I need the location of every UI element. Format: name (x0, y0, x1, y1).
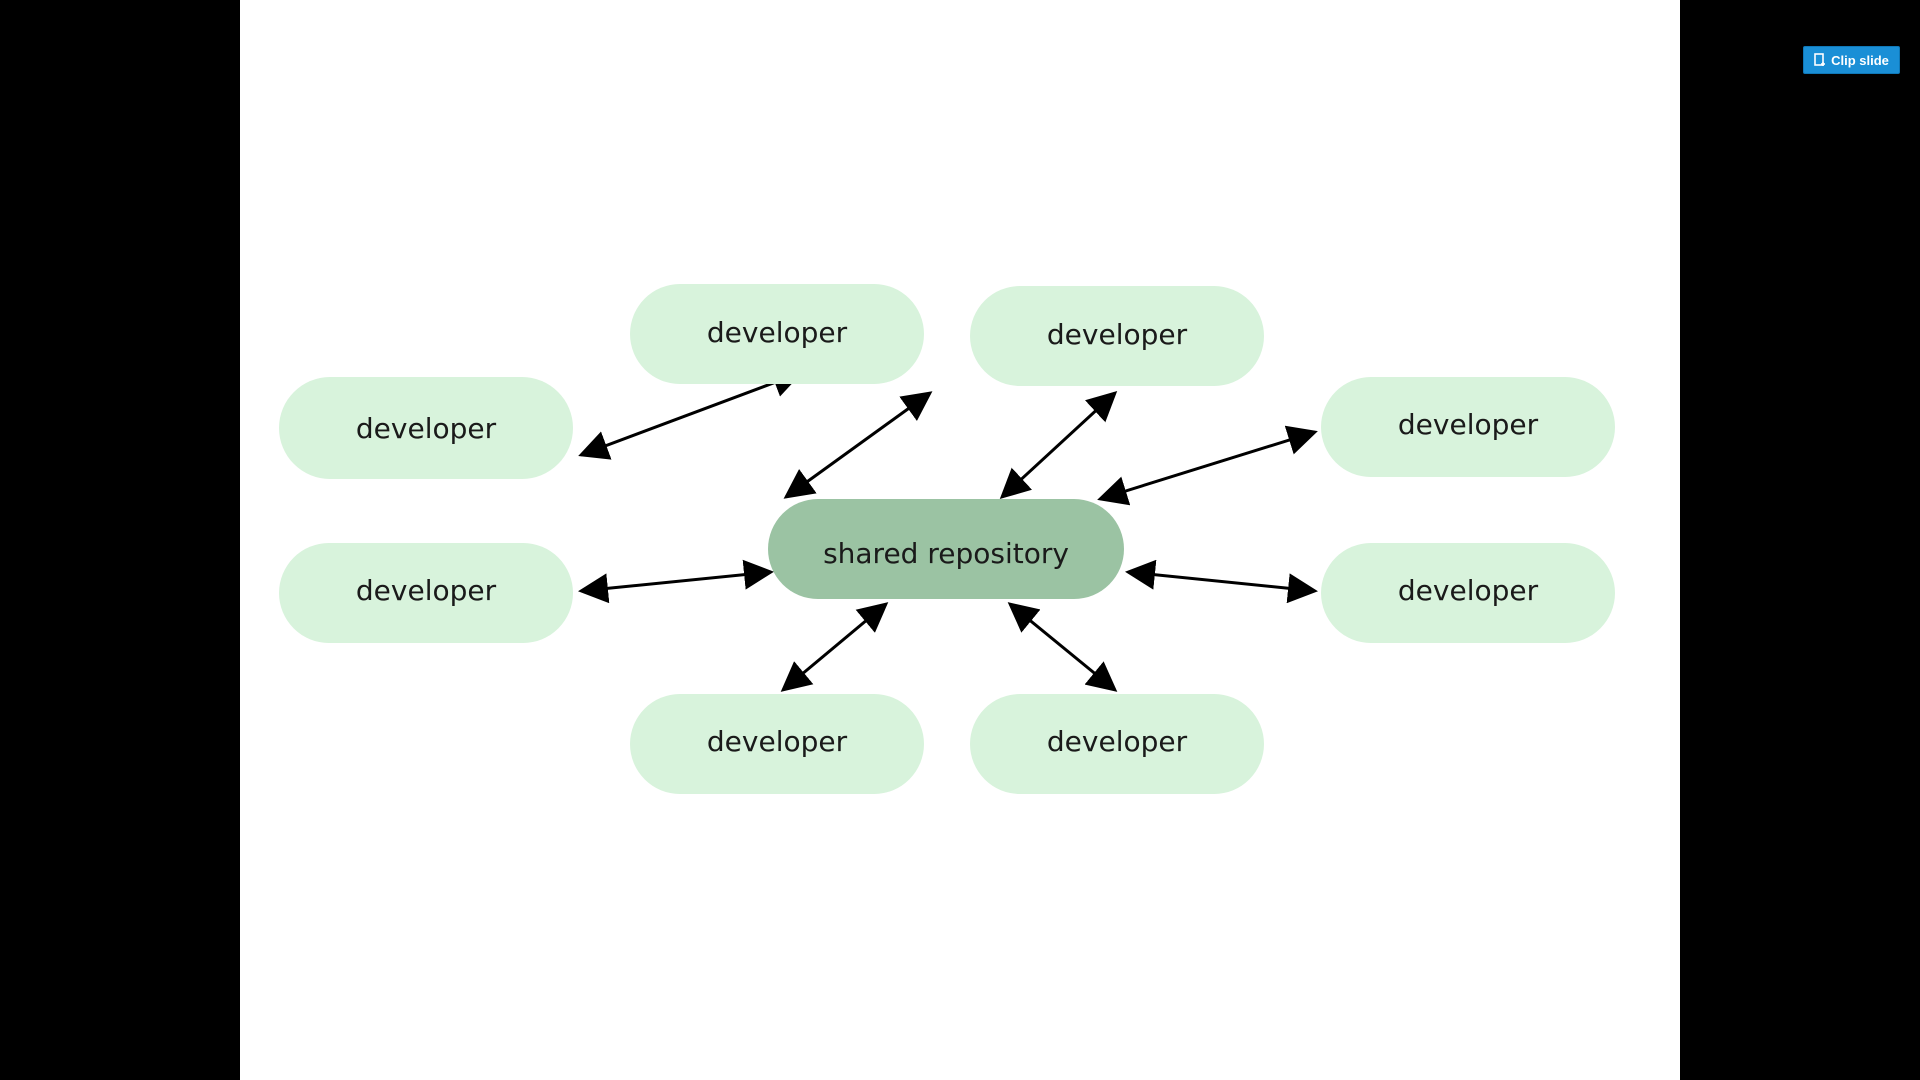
shared-repository-label: shared repository (823, 537, 1069, 570)
edge-developer-1 (578, 368, 803, 460)
developer-node: developer (630, 284, 924, 384)
developer-label: developer (1398, 574, 1539, 607)
clip-icon (1814, 53, 1826, 67)
clip-slide-label: Clip slide (1831, 52, 1889, 68)
edge-developer-5 (578, 559, 774, 604)
developer-box (630, 694, 924, 794)
developer-node: developer (630, 694, 924, 794)
developer-label: developer (1047, 725, 1188, 758)
edge-developer-2 (783, 391, 933, 499)
developer-box (630, 284, 924, 384)
edge-developer-3 (999, 390, 1118, 500)
developer-node: developer (279, 543, 573, 643)
slide: shared repository developer developer de… (240, 0, 1680, 1080)
developer-box (970, 694, 1264, 794)
developer-box (279, 377, 573, 479)
developer-label: developer (356, 574, 497, 607)
developer-node: developer (970, 694, 1264, 794)
developer-label: developer (707, 316, 848, 349)
developer-label: developer (707, 725, 848, 758)
developer-node: developer (279, 377, 573, 479)
developer-node: developer (1321, 543, 1615, 643)
developer-node: developer (1321, 377, 1615, 477)
developer-label: developer (1398, 408, 1539, 441)
repository-diagram: shared repository developer developer de… (279, 284, 1615, 794)
edges (578, 368, 1318, 692)
center-node: shared repository (768, 499, 1124, 599)
developer-label: developer (356, 412, 497, 445)
edge-developer-8 (1007, 602, 1118, 692)
developer-node: developer (970, 286, 1264, 386)
edge-developer-4 (1097, 425, 1318, 506)
edge-developer-6 (1125, 559, 1318, 604)
developer-box (279, 543, 573, 643)
developer-box (1321, 543, 1615, 643)
developer-box (1321, 377, 1615, 477)
developer-label: developer (1047, 318, 1188, 351)
clip-slide-button[interactable]: Clip slide (1803, 46, 1900, 74)
developer-box (970, 286, 1264, 386)
edge-developer-7 (780, 602, 889, 692)
shared-repository-box (768, 499, 1124, 599)
developer-nodes: developer developer developer developer … (279, 284, 1615, 794)
